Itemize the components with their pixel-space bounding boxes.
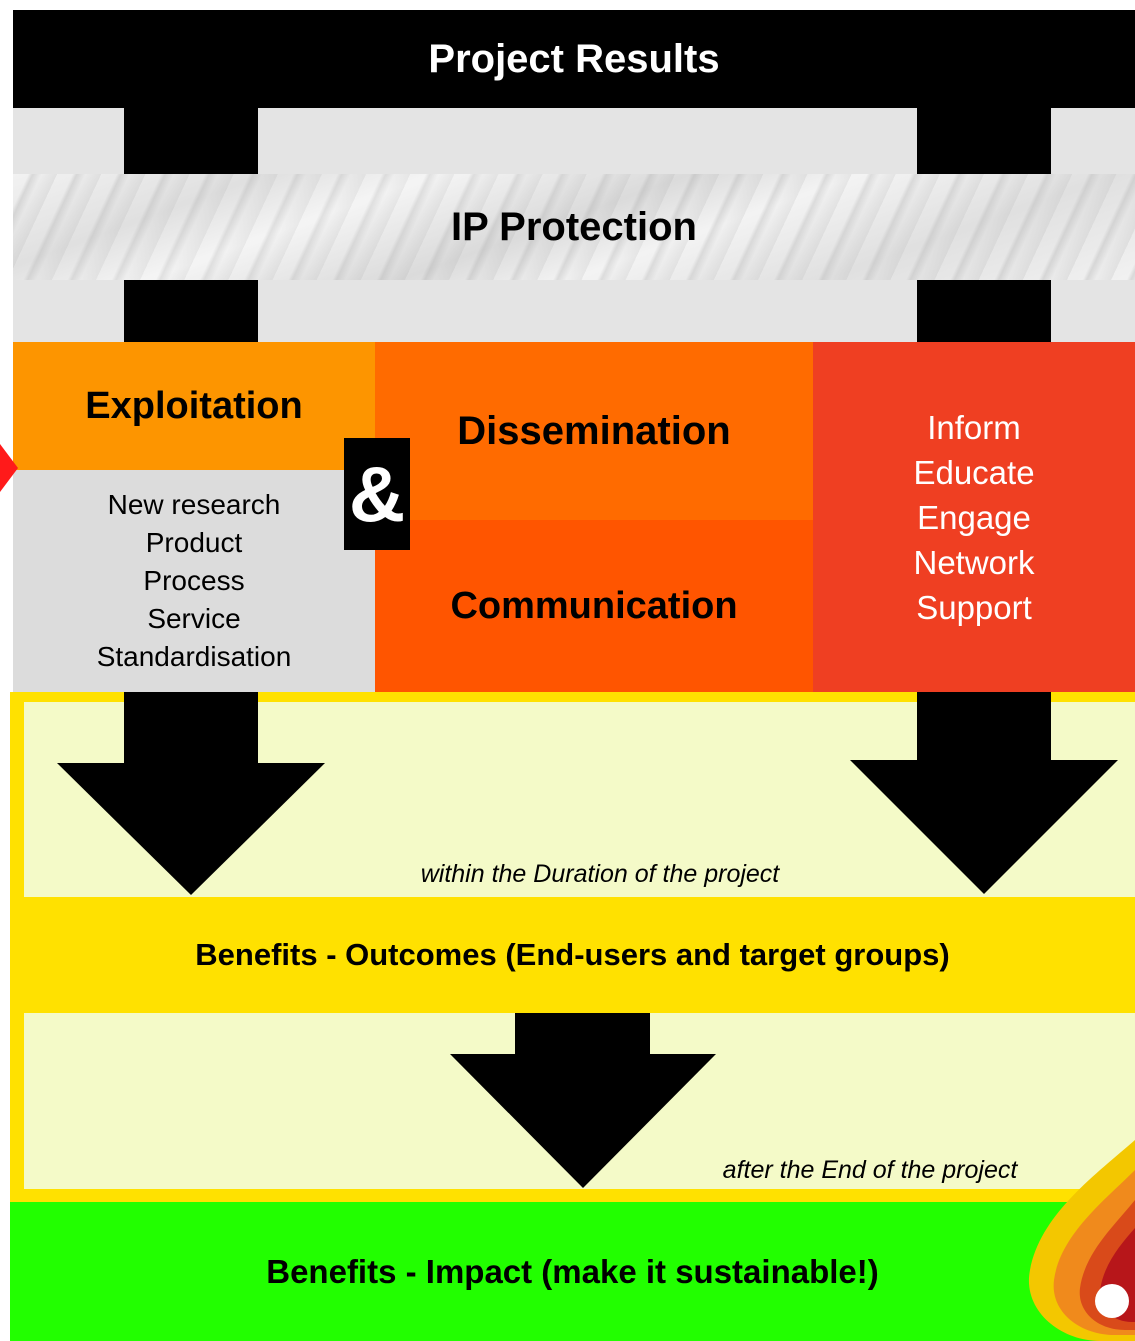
flow-stem-right-lower — [917, 280, 1051, 342]
after-end-note: after the End of the project — [670, 1152, 1070, 1188]
project-results-label: Project Results — [428, 36, 720, 81]
benefits-impact-bar: Benefits - Impact (make it sustainable!) — [10, 1202, 1135, 1341]
dissemination-box: Dissemination — [375, 342, 813, 520]
down-arrow-right-icon — [850, 760, 1118, 894]
purpose-item: Support — [916, 588, 1032, 626]
ip-protection-label: IP Protection — [451, 204, 697, 249]
exploitation-item: Service — [147, 603, 241, 634]
down-arrow-center-icon — [450, 1054, 716, 1188]
duration-note-text: within the Duration of the project — [420, 859, 780, 888]
dissemination-title: Dissemination — [457, 408, 731, 453]
exploitation-item: Process — [143, 565, 245, 596]
down-arrow-left-icon — [57, 763, 325, 895]
flame-logo-icon — [1028, 1140, 1135, 1341]
communication-title: Communication — [450, 584, 738, 627]
flow-stem-right-upper — [917, 108, 1051, 174]
exploitation-item: Standardisation — [96, 641, 292, 672]
exploitation-list: New research Product Process Service Sta… — [13, 470, 375, 692]
flow-stem-right-lower-panel — [917, 692, 1051, 764]
benefits-outcomes-label: Benefits - Outcomes (End-users and targe… — [195, 937, 950, 972]
purpose-box: Inform Educate Engage Network Support — [813, 342, 1135, 692]
communication-box: Communication — [375, 520, 813, 692]
purpose-item: Network — [913, 543, 1035, 581]
exploitation-box: Exploitation — [13, 342, 375, 470]
benefits-outcomes-bar: Benefits - Outcomes (End-users and targe… — [10, 897, 1135, 1013]
exploitation-title: Exploitation — [85, 384, 303, 427]
ip-protection-bar: IP Protection — [13, 174, 1135, 280]
after-end-note-text: after the End of the project — [722, 1155, 1018, 1184]
purpose-item: Engage — [917, 498, 1031, 536]
ampersand-badge: & — [344, 438, 410, 550]
flow-stem-left-lower-panel — [124, 692, 258, 764]
benefits-impact-label: Benefits - Impact (make it sustainable!) — [266, 1252, 879, 1290]
project-results-bar: Project Results — [13, 10, 1135, 108]
duration-note: within the Duration of the project — [380, 856, 820, 892]
purpose-item: Inform — [927, 408, 1021, 446]
purpose-item: Educate — [913, 453, 1035, 491]
flow-stem-left-upper — [124, 108, 258, 174]
exploitation-item: Product — [145, 527, 243, 558]
ampersand-symbol: & — [348, 449, 406, 538]
flow-stem-left-lower — [124, 280, 258, 342]
exploitation-item: New research — [107, 489, 281, 520]
flow-stem-center — [515, 1013, 650, 1055]
pointer-marker-icon — [0, 444, 18, 492]
